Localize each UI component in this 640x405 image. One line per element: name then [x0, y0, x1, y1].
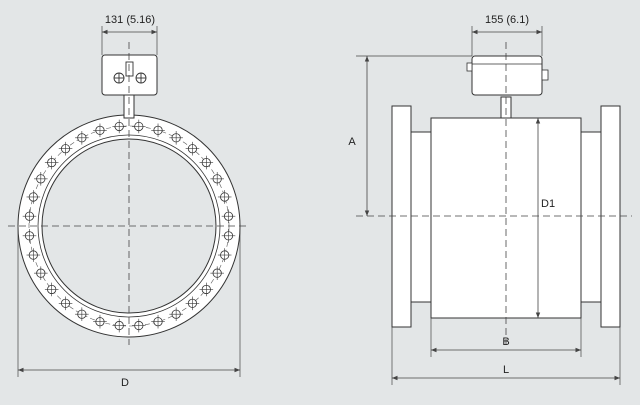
bolt-hole — [199, 282, 214, 297]
bolt-hole — [132, 318, 146, 333]
bolt-hole — [221, 209, 236, 223]
bolt-hole — [34, 172, 48, 186]
bolt-hole — [217, 248, 232, 262]
bolt-hole — [210, 172, 224, 186]
bolt-hole — [169, 307, 183, 321]
bolt-hole — [26, 190, 41, 204]
bolt-hole — [93, 123, 107, 138]
side-plug-icon — [466, 62, 473, 72]
dim-label-D1: D1 — [541, 198, 555, 210]
side-view: 155 (6.1) A D1 B L — [348, 14, 632, 385]
dim-label-D: D — [121, 377, 129, 389]
bolt-hole — [132, 119, 146, 134]
bolt-hole — [75, 307, 89, 321]
bolt-hole — [185, 141, 200, 156]
bolt-hole — [221, 229, 236, 243]
bolt-hole — [169, 131, 183, 145]
bolt-hole — [22, 229, 37, 243]
side-cable-gland-icon — [541, 69, 549, 81]
left-flange — [391, 105, 412, 328]
dim-label-A: A — [348, 136, 356, 148]
bolt-hole — [93, 314, 107, 329]
bolt-hole — [44, 282, 59, 297]
bolt-hole — [58, 296, 73, 311]
terminal-head-side — [471, 55, 543, 96]
bolt-holes — [22, 119, 236, 333]
bolt-hole — [151, 123, 165, 138]
dim-label-head-front: 131 (5.16) — [105, 14, 155, 26]
front-view: 131 (5.16) D — [8, 14, 250, 389]
bolt-hole — [112, 318, 126, 333]
terminal-head-front — [101, 54, 158, 96]
dim-label-L: L — [503, 364, 509, 376]
dim-label-head-side: 155 (6.1) — [485, 14, 529, 26]
cable-gland-icon — [113, 61, 147, 84]
bolt-hole — [199, 155, 214, 170]
bolt-hole — [217, 190, 232, 204]
left-flange-hub — [410, 131, 432, 303]
bolt-hole — [151, 314, 165, 329]
bolt-hole — [58, 141, 73, 156]
right-flange — [600, 105, 621, 328]
bolt-hole — [210, 266, 224, 280]
bolt-hole — [112, 119, 126, 134]
bolt-hole — [185, 296, 200, 311]
bolt-hole — [26, 248, 41, 262]
bolt-hole — [22, 209, 37, 223]
right-flange-hub — [580, 131, 602, 303]
bolt-hole — [75, 131, 89, 145]
bolt-hole — [34, 266, 48, 280]
dim-label-B: B — [502, 336, 509, 348]
bolt-hole — [44, 155, 59, 170]
